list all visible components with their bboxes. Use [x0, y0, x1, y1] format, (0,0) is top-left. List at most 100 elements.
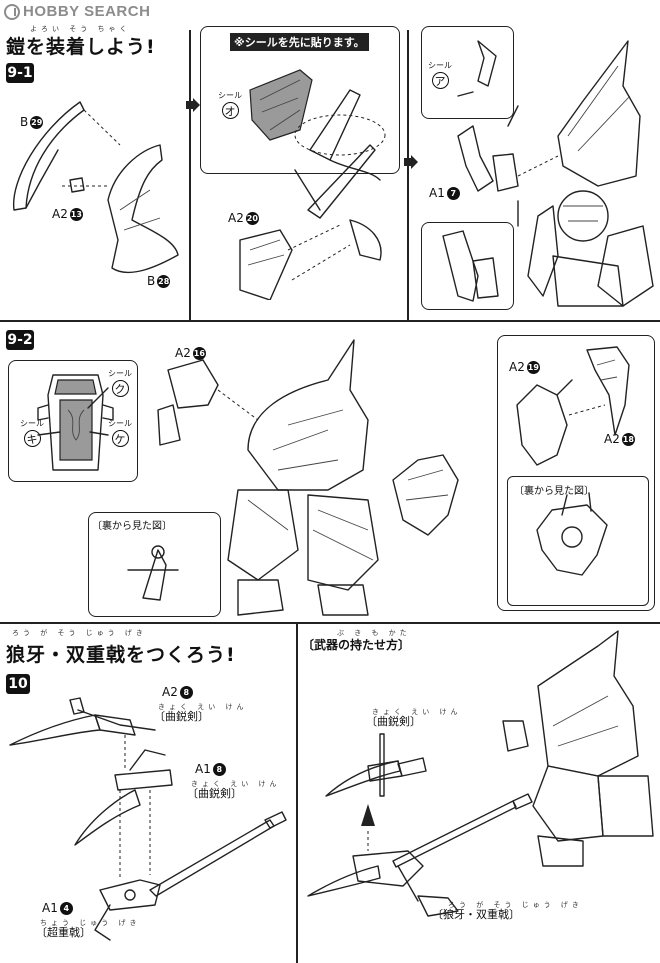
armor-section-title: 鎧を装着しよう! [6, 36, 156, 58]
weapon-panel-divider [296, 624, 298, 963]
seal-ki-code: キ [23, 430, 41, 447]
weapon-section-title: 狼牙・双重戟をつくろう! [6, 644, 236, 666]
part-a1-4-number: 4 [59, 901, 73, 915]
hold-title-ruby: ぶ き も かた [337, 629, 411, 637]
seal-ku-tag: シール ク [108, 368, 132, 397]
part-label-a1-4: A1 4 [42, 901, 73, 915]
combined-halberd-head [352, 850, 424, 887]
seal-ke-label: シール [108, 419, 132, 428]
weapon-holding-diagram [307, 630, 654, 917]
part-b28-prefix: B [147, 274, 156, 288]
halberd-left-blade [307, 865, 381, 897]
long-shaft-a1-4 [149, 819, 275, 897]
robot-torso-head [247, 339, 369, 491]
part-b29-number: 29 [30, 115, 44, 129]
horn-piece-b29 [12, 101, 85, 211]
watermark-text: HOBBY SEARCH [23, 3, 151, 20]
step-10-number: 10 [8, 676, 28, 692]
seal-a-label: シール [428, 61, 452, 70]
seal-ki-tag: シール キ [20, 418, 44, 447]
step-10-badge: 10 [6, 674, 30, 694]
seal-ke-tag: シール ケ [108, 418, 132, 447]
part-label-b29: B 29 [20, 115, 44, 129]
crest-piece-a1-7 [457, 125, 494, 192]
blade-part-a2-18 [586, 346, 630, 436]
robot-holding-weapon [537, 630, 639, 777]
shoulder-shell-a2-19 [516, 384, 568, 466]
part-a2-16-number: 16 [192, 346, 206, 360]
shoulder-armor-diagram [12, 101, 179, 274]
shoulder-plate-b28 [107, 144, 179, 274]
part-label-a2-16: A2 16 [175, 346, 206, 360]
shoulder-parts-diagram [516, 346, 630, 576]
seal-o-label: シール [218, 91, 242, 100]
weapon-title-ruby: ろう が そう じゅう げき [12, 629, 147, 637]
part-a1-8-prefix: A1 [195, 762, 211, 776]
part-a2-16-prefix: A2 [175, 346, 191, 360]
part-b29-prefix: B [20, 115, 29, 129]
shoulder-part-exploded [392, 454, 459, 536]
part-a1-4-prefix: A1 [42, 901, 58, 915]
part-a1-8-ruby: きょく えい けん [191, 780, 281, 788]
sticker-application-diagram [239, 69, 386, 300]
seal-ki-label: シール [20, 419, 44, 428]
hold-weapon-ruby: ろう が そう じゅう げき [448, 901, 583, 909]
shoulder-back-view [536, 504, 608, 576]
part-a2-18-prefix: A2 [604, 432, 620, 446]
insert-arrow-icon [361, 804, 375, 826]
next-step-arrow-icon-2 [404, 155, 418, 169]
part-a1-8-number: 8 [212, 762, 226, 776]
part-a2-8-prefix: A2 [162, 685, 178, 699]
seal-a-code: ア [431, 72, 449, 89]
part-a1-7-number: 7 [446, 186, 460, 200]
weapon-assembly-diagram [9, 697, 287, 941]
chest-part-a2-16 [167, 359, 219, 409]
part-a2-8-name: 〔曲鋭剣〕 [154, 710, 209, 723]
hobby-search-watermark: HOBBY SEARCH [4, 3, 150, 20]
part-a2-20-number: 20 [245, 211, 259, 225]
part-label-a2-8: A2 8 [162, 685, 193, 699]
back-view-label-right: 〔裏から見た図〕 [514, 486, 594, 497]
step-9-2-badge: 9-2 [6, 330, 34, 350]
held-sword [325, 760, 401, 797]
step-9-1-badge: 9-1 [6, 63, 34, 83]
step-9-1-number: 9-1 [7, 65, 33, 81]
robot-head [557, 190, 609, 242]
part-a1-4-ruby: ちょう じゅう げき [40, 919, 141, 927]
seal-o-tag: シール オ [218, 90, 242, 119]
arm-horn-a2-20 [307, 144, 376, 219]
part-label-b28: B 28 [147, 274, 171, 288]
hold-sword-label: 〔曲鋭剣〕 [366, 715, 421, 728]
armor-title-ruby: よろい そう ちゃく [30, 25, 131, 33]
part-label-a1-7: A1 7 [429, 186, 460, 200]
small-part-a2-13 [69, 177, 85, 193]
section-divider-9-2 [0, 622, 660, 624]
torso-assembly-diagram [127, 339, 459, 616]
head-crest-horn [557, 40, 641, 187]
seal-ku-label: シール [108, 369, 132, 378]
chest-plate-seal-diagram [37, 374, 114, 471]
part-a2-19-number: 19 [526, 360, 540, 374]
seal-ku-code: ク [111, 380, 129, 397]
part-a2-13-prefix: A2 [52, 207, 68, 221]
seal-ke-code: ケ [111, 430, 129, 447]
hold-sword-ruby: きょく えい けん [372, 708, 462, 716]
part-label-a2-18: A2 18 [604, 432, 635, 446]
part-a2-19-prefix: A2 [509, 360, 525, 374]
part-a2-8-ruby: きょく えい けん [158, 703, 248, 711]
curved-blade-a1-8 [74, 789, 141, 846]
panel-divider-1 [189, 30, 191, 320]
part-a2-18-number: 18 [621, 432, 635, 446]
part-a1-7-prefix: A1 [429, 186, 445, 200]
hilt-a1-8 [114, 769, 173, 791]
hobby-search-logo-icon [4, 3, 20, 20]
section-divider-9-1 [0, 320, 660, 322]
back-detail-callout-box [421, 222, 514, 310]
part-label-a2-13: A2 13 [52, 207, 83, 221]
weapon-hold-title: 〔武器の持たせ方〕 [302, 638, 411, 652]
forearm-guard [239, 229, 293, 300]
part-a2-13-number: 13 [69, 207, 83, 221]
part-a1-8-name: 〔曲鋭剣〕 [187, 787, 242, 800]
seal-o-code: オ [221, 102, 239, 119]
seal-a-tag: シール ア [428, 60, 452, 89]
